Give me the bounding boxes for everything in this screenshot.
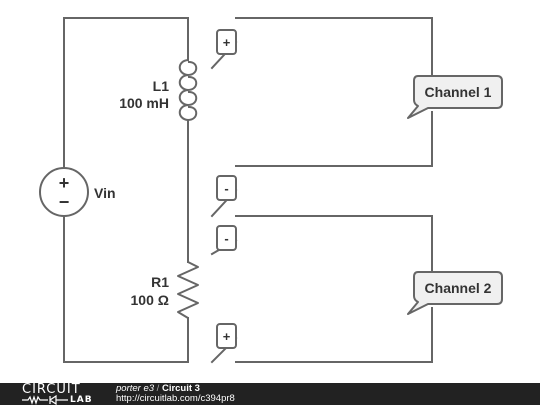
probe-3-sign: - [224, 231, 228, 246]
probe-1-sign: + [223, 35, 231, 50]
wire-top-left [63, 17, 189, 61]
l1-name-label: L1 [153, 78, 170, 94]
logo-text-circuit: CIRCUIT [22, 382, 81, 397]
probe-4-sign: + [223, 329, 231, 344]
channel-1-callout[interactable]: Channel 1 [407, 75, 503, 119]
channel2-wire-top [235, 215, 433, 273]
resistor-logo-icon [22, 395, 68, 405]
channel2-wire-bottom [235, 307, 433, 363]
channel1-wire-bottom [235, 111, 433, 167]
vin-label: Vin [94, 185, 116, 201]
probe-2-sign: - [224, 181, 228, 196]
r1-name-label: R1 [151, 274, 169, 290]
inductor-l1: L1 100 mH [119, 59, 198, 128]
author-link[interactable]: porter e3 [116, 383, 155, 394]
probe-3[interactable]: - [210, 225, 238, 256]
footer-bar: CIRCUIT LAB porter e3 / Circuit 3 http:/… [0, 383, 540, 405]
r1-value-label: 100 Ω [131, 292, 169, 308]
vin-minus-sign: − [59, 192, 70, 212]
channel1-wire-top [235, 17, 433, 77]
breadcrumb-separator: / [154, 383, 162, 394]
channel-2-callout[interactable]: Channel 2 [407, 271, 503, 315]
circuit-meta: porter e3 / Circuit 3 http://circuitlab.… [116, 384, 235, 404]
wire-left-lower [63, 215, 189, 363]
circuit-schematic: + − Vin L1 100 mH R1 100 Ω + - - [39, 17, 503, 364]
vin-plus-sign: + [59, 173, 70, 193]
resistor-r1: R1 100 Ω [131, 261, 199, 319]
logo-text-lab: LAB [70, 395, 93, 405]
channel-1-label: Channel 1 [425, 84, 492, 100]
circuit-url[interactable]: http://circuitlab.com/c394pr8 [116, 393, 235, 404]
voltage-source-vin: + − Vin [39, 167, 116, 217]
l1-value-label: 100 mH [119, 95, 169, 111]
circuitlab-logo[interactable]: CIRCUIT LAB [22, 383, 112, 405]
probe-1[interactable]: + [210, 29, 238, 70]
probe-4[interactable]: + [210, 323, 238, 364]
channel-2-label: Channel 2 [425, 280, 492, 296]
circuit-title[interactable]: Circuit 3 [161, 383, 200, 394]
probe-2[interactable]: - [210, 175, 238, 218]
